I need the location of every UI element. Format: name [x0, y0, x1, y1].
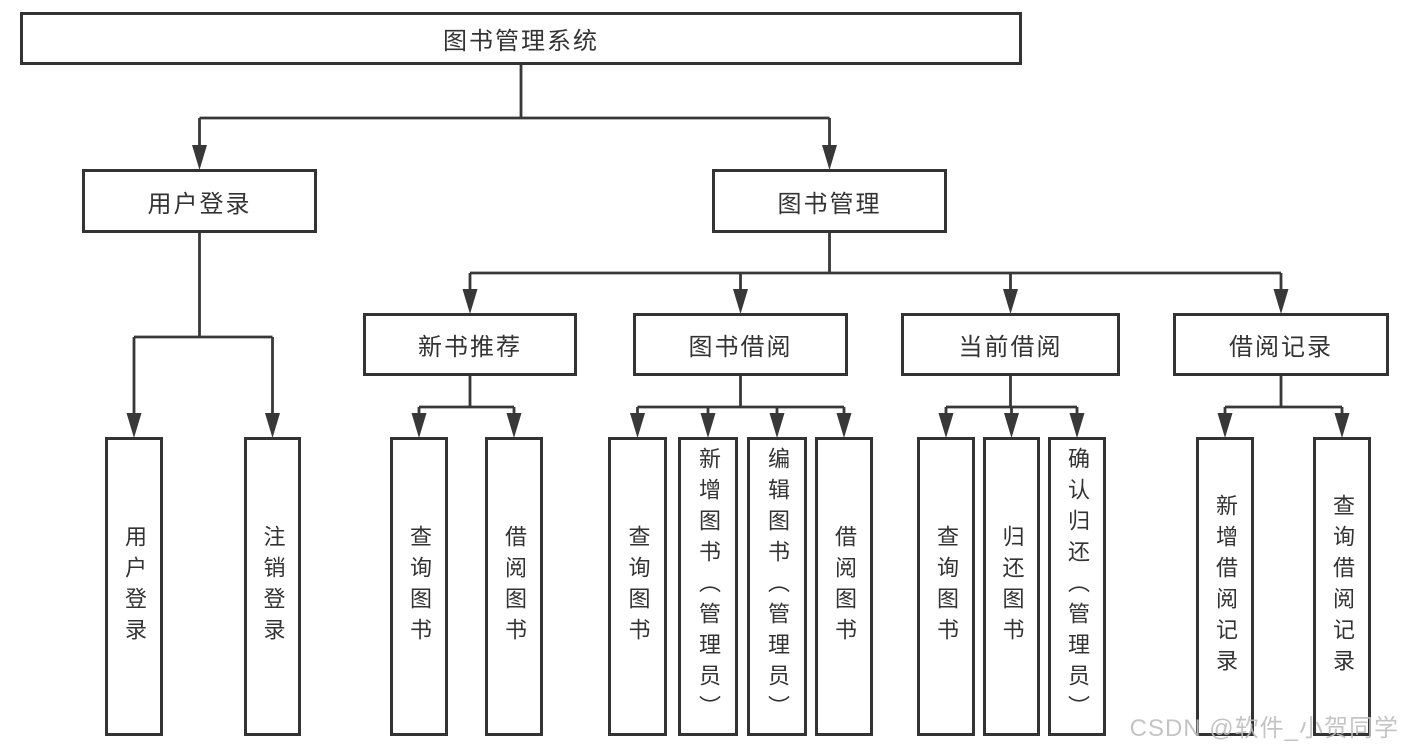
node-book-mgmt: 图书管理	[712, 169, 947, 233]
arrowhead-book-borrow	[733, 289, 748, 314]
node-label-bb-edit-book: 编辑图书（管理员）	[765, 447, 790, 726]
arrowhead-bb-edit-book	[769, 413, 785, 438]
node-cb-query-book: 查询图书	[917, 437, 975, 736]
node-bb-add-book: 新增图书（管理员）	[678, 437, 738, 736]
node-label-borrow-records: 借阅记录	[1229, 334, 1333, 361]
arrowhead-br-query-record	[1334, 413, 1350, 438]
arrowhead-book-mgmt	[822, 145, 837, 170]
edge-path-current-borrow	[944, 376, 1079, 416]
node-cb-confirm-return: 确认归还（管理员）	[1048, 437, 1106, 736]
node-label-cb-query-book: 查询图书	[934, 524, 959, 649]
node-label-logout-leaf: 注销登录	[260, 524, 286, 649]
node-book-borrow: 图书借阅	[633, 313, 848, 376]
node-label-user-login: 用户登录	[147, 190, 252, 218]
arrowhead-borrow-records	[1273, 289, 1289, 314]
edges-from-book-mgmt	[462, 233, 1289, 314]
arrowhead-cb-query-book	[938, 413, 954, 438]
node-label-cb-confirm-return: 确认归还（管理员）	[1065, 447, 1090, 726]
edges-from-current-borrow	[938, 376, 1085, 438]
node-root: 图书管理系统	[20, 12, 1022, 65]
node-logout-leaf: 注销登录	[244, 437, 301, 736]
edges-from-user-login	[126, 233, 280, 438]
node-label-bb-add-book: 新增图书（管理员）	[696, 447, 721, 726]
arrowhead-logout-leaf	[265, 413, 280, 438]
watermark: CSDN @软件_小贺同学	[1129, 715, 1399, 742]
arrowhead-bb-add-book	[700, 413, 716, 438]
node-bb-edit-book: 编辑图书（管理员）	[747, 437, 807, 736]
arrowhead-bb-query-book	[630, 413, 645, 438]
node-label-br-add-record: 新增借阅记录	[1213, 493, 1238, 680]
edges-from-root	[192, 65, 837, 170]
edge-path-book-borrow	[636, 376, 846, 416]
edges-from-book-borrow	[630, 376, 852, 438]
edge-path-new-book-rec	[417, 376, 516, 416]
node-label-br-query-record: 查询借阅记录	[1330, 493, 1355, 680]
node-label-root: 图书管理系统	[443, 28, 599, 55]
node-label-rec-borrow-book: 借阅图书	[502, 524, 527, 649]
node-bb-borrow-book: 借阅图书	[815, 437, 873, 736]
node-label-current-borrow: 当前借阅	[958, 334, 1063, 361]
arrowhead-cb-return-book	[1004, 413, 1019, 438]
arrowhead-user-login	[192, 145, 207, 170]
node-bb-query-book: 查询图书	[608, 437, 667, 736]
edge-path-borrow-records	[1223, 376, 1344, 416]
node-br-query-record: 查询借阅记录	[1313, 437, 1371, 736]
edges-from-borrow-records	[1217, 376, 1350, 438]
node-cb-return-book: 归还图书	[983, 437, 1040, 736]
arrowhead-br-add-record	[1217, 413, 1233, 438]
arrowhead-cb-confirm-return	[1069, 413, 1085, 438]
edge-path-root	[198, 65, 831, 148]
node-current-borrow: 当前借阅	[901, 313, 1120, 376]
node-new-book-rec: 新书推荐	[363, 313, 577, 376]
edge-path-book-mgmt	[468, 233, 1283, 292]
node-label-new-book-rec: 新书推荐	[418, 334, 522, 361]
node-label-login-leaf: 用户登录	[122, 524, 147, 649]
node-label-bb-query-book: 查询图书	[625, 524, 651, 649]
node-label-rec-query-book: 查询图书	[407, 524, 432, 649]
node-label-book-borrow: 图书借阅	[688, 334, 793, 361]
arrowhead-rec-borrow-book	[506, 413, 522, 438]
node-label-cb-return-book: 归还图书	[999, 524, 1025, 649]
arrowhead-rec-query-book	[411, 413, 427, 438]
arrowhead-new-book-rec	[462, 289, 478, 314]
arrowhead-bb-borrow-book	[836, 413, 852, 438]
node-login-leaf: 用户登录	[105, 437, 163, 736]
node-label-bb-borrow-book: 借阅图书	[832, 524, 857, 649]
node-rec-borrow-book: 借阅图书	[485, 437, 543, 736]
arrowhead-login-leaf	[126, 413, 142, 438]
node-br-add-record: 新增借阅记录	[1196, 437, 1254, 736]
edges-from-new-book-rec	[411, 376, 522, 438]
edge-path-user-login	[132, 233, 274, 416]
node-label-book-mgmt: 图书管理	[777, 190, 882, 218]
arrowhead-current-borrow	[1003, 289, 1018, 314]
node-borrow-records: 借阅记录	[1173, 313, 1389, 376]
node-rec-query-book: 查询图书	[390, 437, 448, 736]
node-user-login: 用户登录	[82, 169, 317, 233]
